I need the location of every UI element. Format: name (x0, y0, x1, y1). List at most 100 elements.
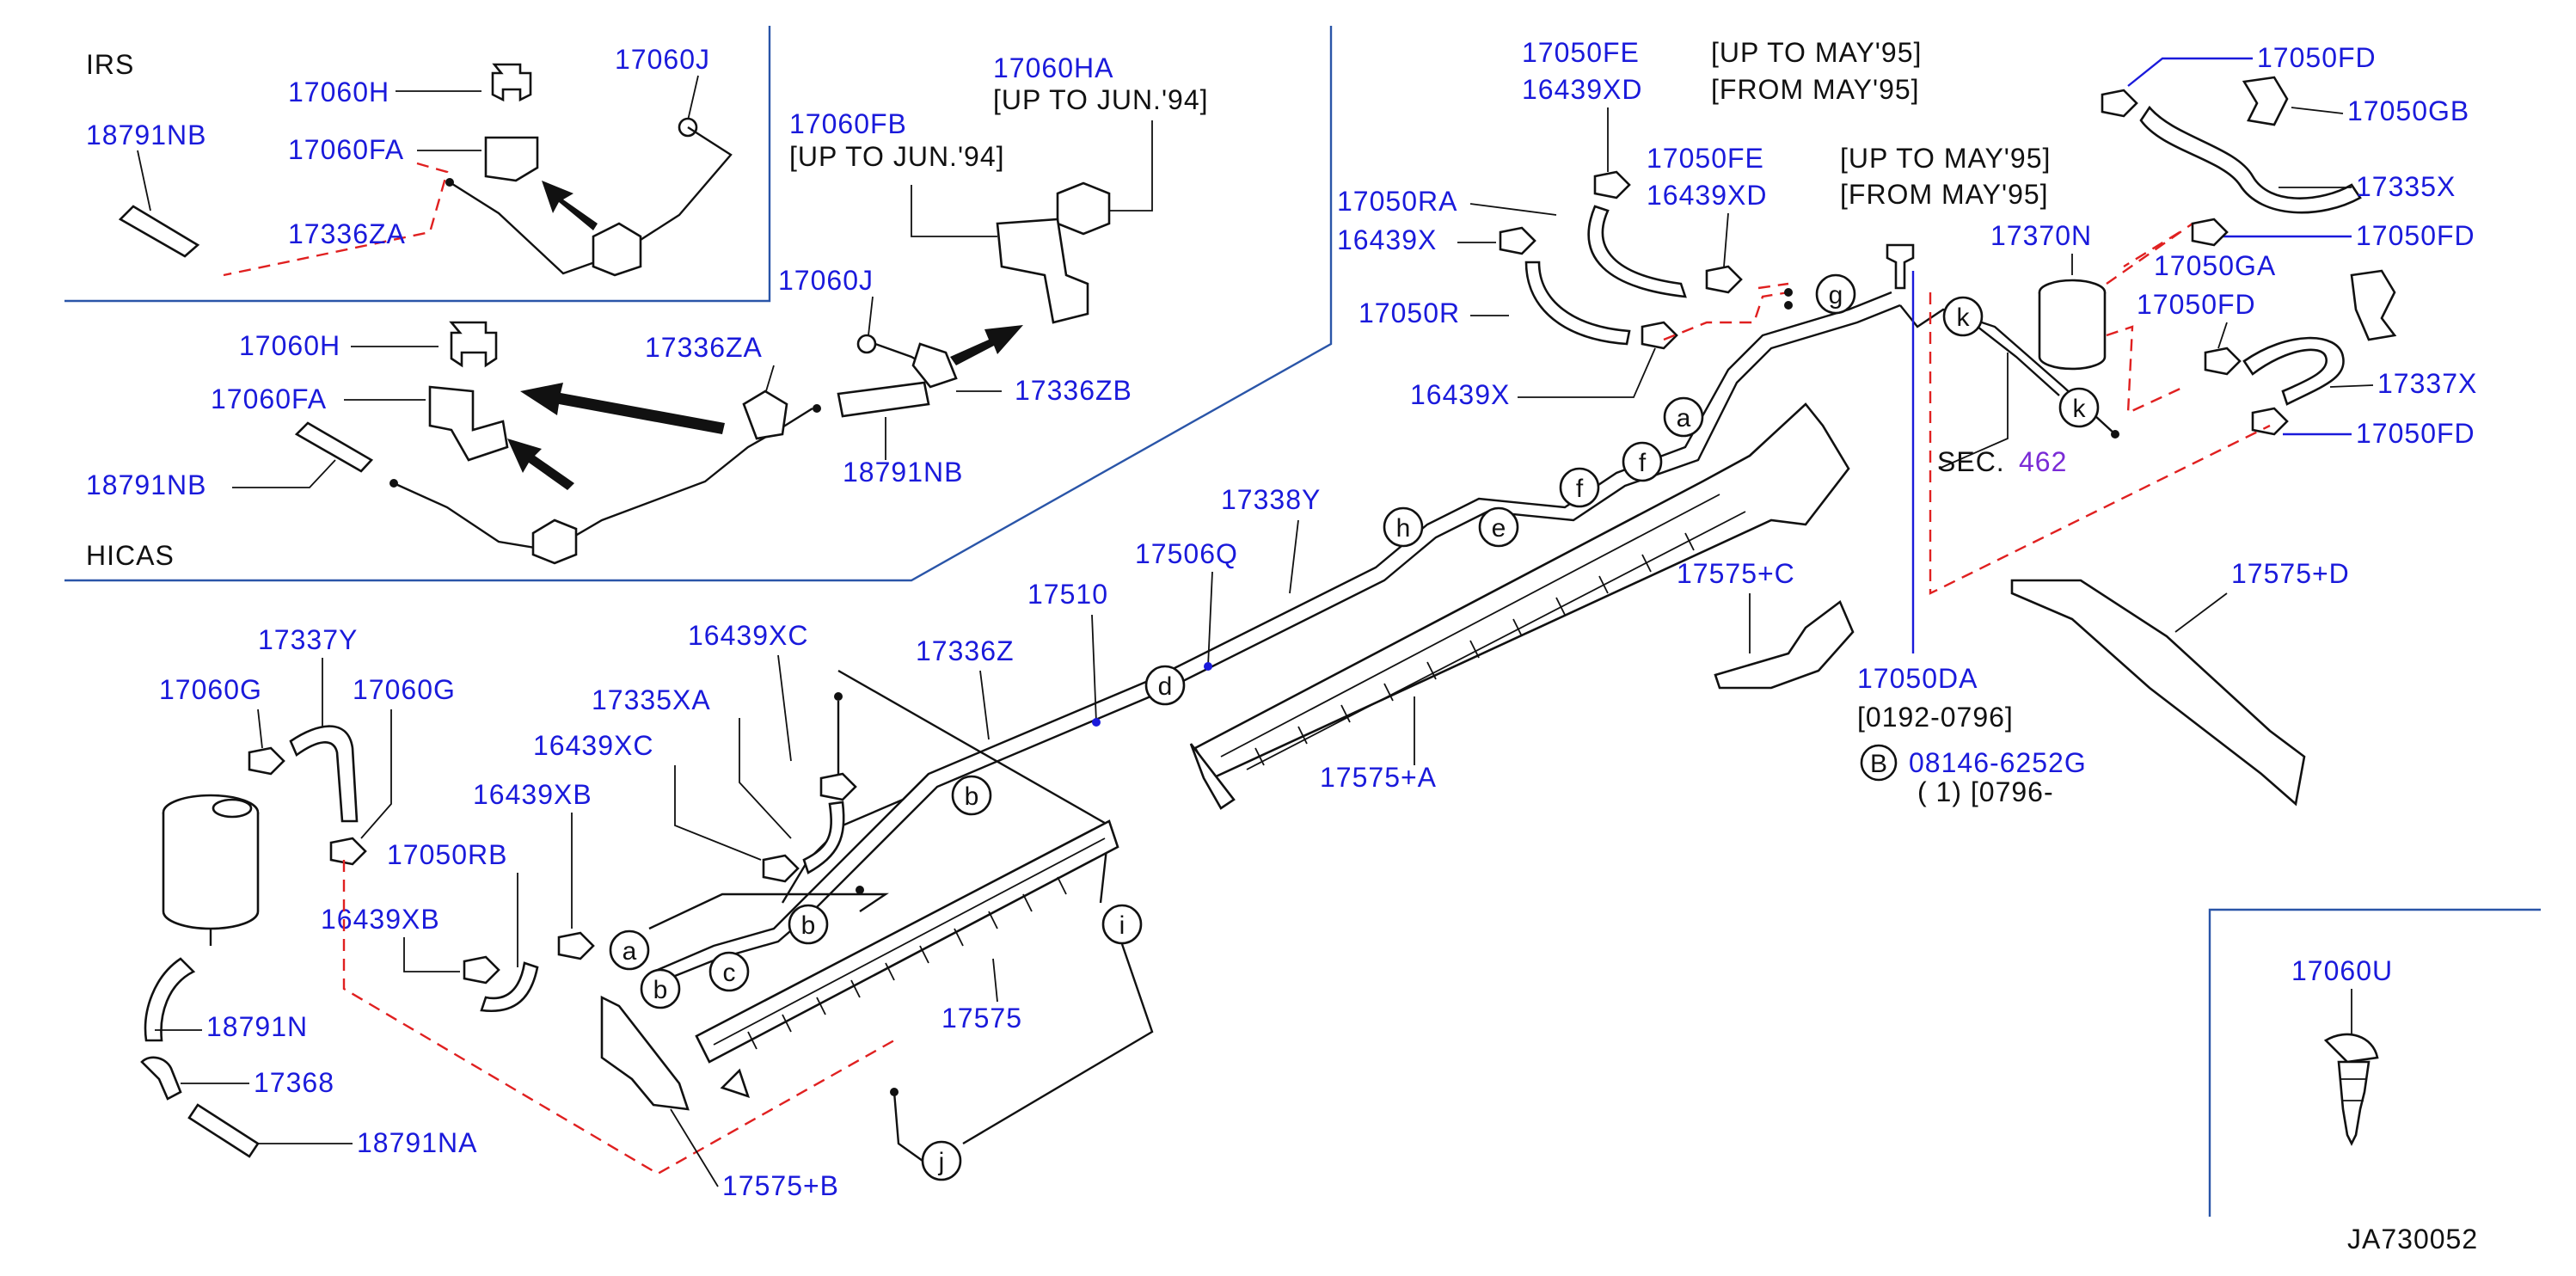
clip-inset-border (2208, 908, 2541, 1217)
label-17050FE-a: 17050FE (1522, 37, 1640, 68)
label-17050RA: 17050RA (1337, 186, 1457, 217)
label-17575A: 17575+A (1320, 762, 1437, 793)
protector-17575D (2010, 579, 2306, 807)
label-17060H-irs: 17060H (288, 77, 389, 107)
label-08146-6252G: 08146-6252G (1909, 747, 2087, 778)
label-17050GB: 17050GB (2347, 95, 2469, 126)
clip-17050GB (2242, 76, 2289, 126)
canister-17060 (162, 794, 260, 930)
clip-17336ZB (911, 342, 958, 389)
filter-area: [UP TO MAY'95] [FROM MAY'95] 17370N 1705… (1840, 42, 2477, 653)
label-17050RB: 17050RB (387, 839, 507, 870)
label-16439X-a: 16439X (1337, 224, 1437, 255)
callout-b-3: b (653, 976, 668, 1004)
clip-17050GA (2350, 269, 2397, 341)
label-16439XC-a: 16439XC (688, 620, 808, 651)
irs-label: IRS (86, 49, 134, 80)
clip-17336ZA-hicas (742, 390, 788, 440)
callout-c: c (723, 959, 736, 987)
label-upto-jun94-a: [UP TO JUN.'94] (789, 141, 1005, 172)
label-17050FD-a: 17050FD (2257, 42, 2377, 73)
label-17335X: 17335X (2356, 171, 2456, 202)
hicas-inset: 17060HA [UP TO JUN.'94] 17060FB [UP TO J… (86, 52, 1208, 571)
label-17050DA: 17050DA (1857, 663, 1978, 694)
label-17337X: 17337X (2377, 368, 2477, 399)
irs-inset: IRS 17060H 17060J 18791NB 17060FA 17336Z… (86, 44, 733, 277)
bolt (1886, 243, 1915, 290)
callout-f-1: f (1639, 449, 1647, 477)
label-17050R: 17050R (1359, 298, 1460, 328)
label-17060J-hicas: 17060J (778, 265, 874, 296)
label-17060J-irs: 17060J (615, 44, 710, 75)
callout-a-upper: a (1677, 404, 1691, 432)
label-17060G-b: 17060G (353, 674, 456, 705)
label-17370N: 17370N (1990, 220, 2092, 251)
label-sec: SEC. (1937, 446, 2005, 477)
clip-17060HA (1056, 181, 1111, 236)
hose-18791NB-irs (118, 205, 200, 258)
leader-17050FD-a (2127, 57, 2253, 87)
label-from-may95-a: [FROM MAY'95] (1711, 74, 1920, 105)
hicas-label: HICAS (86, 540, 175, 571)
hose-17337Y (289, 725, 359, 823)
clip-17060H-irs (491, 63, 532, 102)
hose-17337X (2242, 336, 2345, 406)
label-16439X-b: 16439X (1410, 379, 1510, 410)
hose-18791NA (187, 1103, 260, 1158)
label-18791NB-hicas: 18791NB (86, 469, 206, 500)
label-18791NB-irs: 18791NB (86, 120, 206, 150)
clip-16439XB-a (557, 931, 595, 960)
label-17060FA-hicas: 17060FA (211, 383, 327, 414)
protector-17575A (1189, 402, 1850, 810)
label-17060HA: 17060HA (993, 52, 1113, 83)
clip-17060J-hicas (856, 334, 877, 354)
label-18791NA: 18791NA (357, 1127, 477, 1158)
bolt-b-callout (1860, 744, 1898, 782)
callout-a-lower: a (623, 937, 637, 966)
clip-17050FD-d (2251, 407, 2289, 436)
protector-17575B (600, 995, 690, 1111)
filter-17370N (2038, 279, 2107, 371)
label-17510: 17510 (1027, 579, 1108, 610)
clip-16439XC-b (762, 854, 800, 883)
label-16439XC-b: 16439XC (533, 730, 653, 761)
reference-code: JA730052 (2347, 1224, 2478, 1255)
label-17575: 17575 (941, 1003, 1022, 1034)
label-16439XB-b: 16439XB (321, 904, 440, 935)
label-17060FA-irs: 17060FA (288, 134, 404, 165)
label-17336ZA-irs: 17336ZA (288, 218, 406, 249)
label-17050GA: 17050GA (2154, 250, 2276, 281)
bracket-17060FA-hicas (428, 385, 509, 462)
bracket-17060FB (996, 218, 1089, 324)
callout-b-2: b (801, 911, 816, 940)
label-17575B: 17575+B (722, 1170, 839, 1201)
bracket-17575C (1714, 599, 1855, 690)
label-17336Z: 17336Z (916, 635, 1015, 666)
label-0192-0796: [0192-0796] (1857, 702, 2014, 733)
canister-area: 17337Y 17060G 17060G 17050RB 18791N 1736… (140, 624, 895, 1175)
clip-irs-mount (592, 222, 642, 277)
hose-18791N (144, 957, 196, 1042)
clip-inset: 17060U (2291, 955, 2392, 1146)
protector-17575 (695, 819, 1119, 1099)
clip-17050FE-a (1593, 170, 1631, 199)
hose-17335X (2139, 105, 2362, 214)
callout-b-1: b (965, 782, 979, 811)
bracket-17060FA-irs (484, 136, 539, 182)
label-18791N: 18791N (206, 1011, 308, 1042)
label-17575C: 17575+C (1677, 558, 1795, 589)
label-18791NB-hicas-2: 18791NB (843, 457, 963, 488)
clip-16439XB-b (463, 955, 500, 985)
label-16439XD-a: 16439XD (1522, 74, 1642, 105)
callout-i: i (1119, 911, 1125, 940)
irs-inset-border (64, 26, 771, 303)
callout-d: d (1158, 672, 1173, 701)
label-17060FB: 17060FB (789, 108, 907, 139)
clip-hicas-mount (531, 518, 578, 565)
callouts: a f f e h d b b c b a g k k i j (609, 273, 2100, 1181)
label-17336ZB: 17336ZB (1015, 375, 1132, 406)
clip-16439X-a (1499, 226, 1536, 255)
hose-17335XA (802, 801, 845, 874)
callout-k-2: k (2073, 395, 2087, 423)
